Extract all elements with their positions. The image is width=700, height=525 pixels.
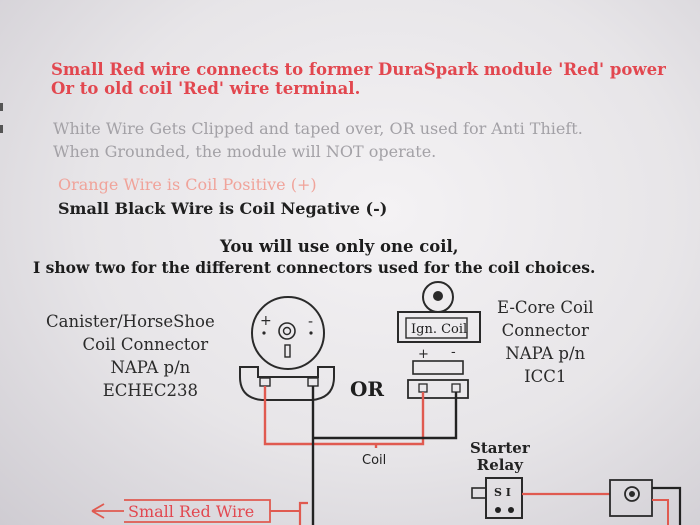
ecore-minus-sign: - bbox=[451, 345, 456, 360]
ecore-red-wire bbox=[376, 392, 425, 446]
white-wire-note-line2: When Grounded, the module will NOT opera… bbox=[53, 142, 437, 161]
relay-terminal-dot bbox=[508, 507, 514, 513]
ecore-label-line1: E-Core Coil bbox=[497, 298, 594, 317]
starter-relay-terminals: S I bbox=[494, 486, 511, 499]
canister-minus-sign: - bbox=[308, 314, 313, 330]
canister-label-line3: NAPA p/n bbox=[110, 358, 191, 377]
ecore-label-line4: ICC1 bbox=[524, 367, 567, 386]
ecore-label-line2: Connector bbox=[501, 321, 589, 340]
starter-relay-label-line2: Relay bbox=[476, 456, 523, 474]
canister-terminal-dot bbox=[309, 331, 313, 335]
canister-red-wire bbox=[263, 386, 376, 446]
white-wire-note-line1: White Wire Gets Clipped and taped over, … bbox=[53, 119, 583, 138]
canister-connector-label: Canister/HorseShoe Coil Connector NAPA p… bbox=[46, 310, 215, 402]
ecore-black-wire bbox=[313, 392, 458, 440]
orange-wire-note: Orange Wire is Coil Positive (+) bbox=[58, 175, 317, 194]
margin-mark bbox=[0, 125, 3, 133]
ecore-coil-tower bbox=[433, 291, 443, 301]
ecore-label-line3: NAPA p/n bbox=[505, 344, 586, 363]
relay-red-wire-right bbox=[652, 499, 669, 525]
relay-post-stud-center bbox=[629, 491, 635, 497]
relay-post-box bbox=[609, 479, 653, 517]
ecore-connector-label: E-Core Coil Connector NAPA p/n ICC1 bbox=[497, 296, 594, 388]
small-red-wire-arrow bbox=[91, 503, 124, 519]
coil-wire-label: Coil bbox=[362, 453, 387, 468]
horseshoe-socket-left bbox=[259, 377, 271, 387]
starter-relay-label-line1: Starter bbox=[470, 439, 530, 457]
relay-black-wire bbox=[652, 486, 682, 525]
ecore-connector-plug bbox=[412, 360, 464, 375]
canister-coil-slot bbox=[284, 344, 291, 358]
horseshoe-socket-right bbox=[307, 377, 319, 387]
horseshoe-connector bbox=[239, 366, 335, 401]
small-red-wire-label: Small Red Wire bbox=[128, 502, 255, 521]
starter-relay-left-tab bbox=[471, 487, 487, 499]
starter-relay-label: Starter Relay bbox=[470, 440, 530, 474]
margin-mark bbox=[0, 103, 3, 111]
relay-post-stud bbox=[624, 486, 640, 502]
canister-coil-center-inner bbox=[282, 326, 292, 336]
red-wire-note-line1: Small Red wire connects to former DuraSp… bbox=[51, 60, 666, 79]
canister-label-line1: Canister/HorseShoe bbox=[46, 312, 215, 331]
one-coil-note: You will use only one coil, bbox=[220, 237, 459, 256]
ecore-coil-body bbox=[397, 311, 481, 343]
or-label: OR bbox=[350, 377, 385, 401]
ecore-plus-sign: + bbox=[418, 347, 429, 362]
ign-coil-label: Ign. Coil bbox=[411, 322, 467, 337]
ign-coil-label-box bbox=[405, 317, 468, 339]
canister-label-line2: Coil Connector bbox=[82, 335, 209, 354]
canister-coil-top bbox=[251, 296, 325, 370]
black-wire-note: Small Black Wire is Coil Negative (-) bbox=[58, 199, 388, 218]
ecore-connector-housing bbox=[407, 379, 469, 399]
canister-terminal-dot bbox=[262, 331, 266, 335]
two-coils-note: I show two for the different connectors … bbox=[33, 258, 596, 277]
canister-coil-center-outer bbox=[278, 322, 296, 340]
canister-plus-sign: + bbox=[260, 313, 272, 329]
relay-terminal-dot bbox=[495, 507, 501, 513]
canister-label-line4: ECHEC238 bbox=[102, 381, 198, 400]
ecore-socket-right bbox=[451, 383, 461, 393]
red-wire-note-line2: Or to old coil 'Red' wire terminal. bbox=[51, 79, 361, 98]
small-red-wire bbox=[298, 501, 308, 525]
ecore-socket-left bbox=[418, 383, 428, 393]
